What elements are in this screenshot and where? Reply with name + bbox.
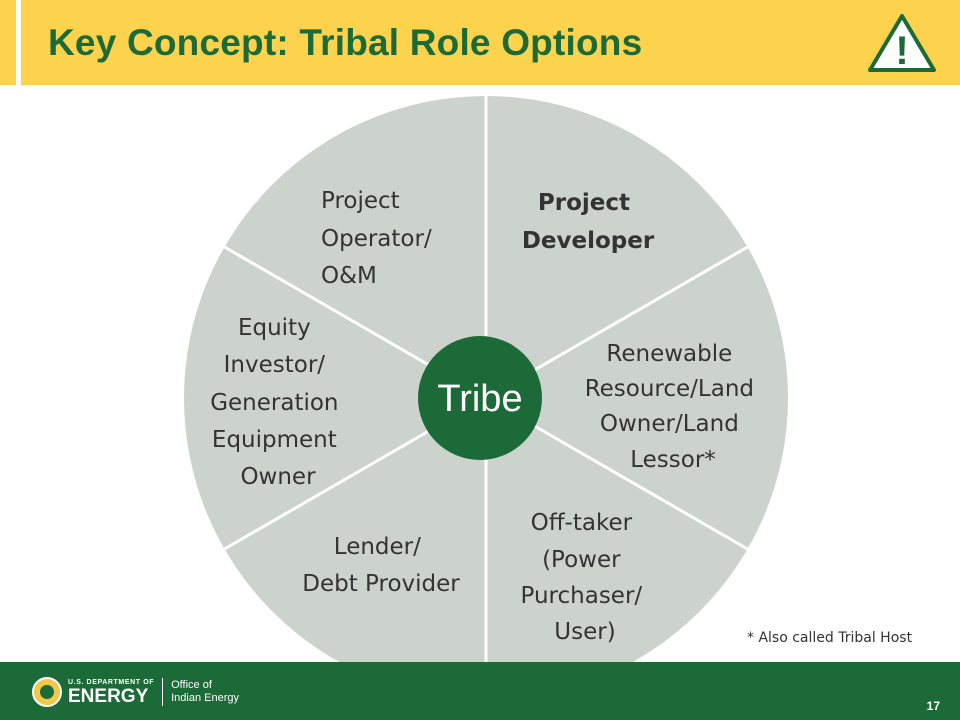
segment-text-line: Resource/Land [585, 376, 754, 402]
title-separator [16, 0, 21, 85]
footnote: * Also called Tribal Host [747, 630, 913, 646]
segment-text-line: O&M [321, 263, 377, 289]
segment-text-line: Project [321, 188, 400, 214]
page-title: Key Concept: Tribal Role Options [48, 22, 643, 63]
agency-name: U.S. DEPARTMENT OF ENERGY [68, 679, 154, 706]
segment-resource-owner: Renewable Resource/Land Owner/Land Lesso… [585, 341, 762, 473]
segment-text-line: Owner/Land [600, 411, 739, 437]
title-bar [0, 0, 960, 85]
segment-text-line: Investor/ [224, 352, 326, 378]
agency-big-text: ENERGY [68, 685, 149, 707]
segment-equity-investor: Equity Investor/ Generation Equipment Ow… [210, 315, 346, 490]
segment-off-taker: Off-taker (Power Purchaser/ User) [521, 510, 650, 645]
segment-text-line: (Power [542, 547, 621, 573]
office-name: Office of Indian Energy [171, 679, 239, 705]
segment-text-line: Project [538, 190, 630, 216]
hub-circle [418, 336, 542, 460]
office-line: Office of [171, 679, 212, 691]
segment-text-line: Developer [522, 228, 655, 254]
footer-bar [0, 662, 960, 720]
segment-text-line: Debt Provider [302, 571, 460, 597]
segment-text-line: Owner [240, 464, 316, 490]
title-accent-bar [0, 0, 14, 85]
segment-project-developer: Project Developer [522, 190, 655, 254]
warning-mark: ! [895, 29, 908, 73]
segment-project-operator: Project Operator/ O&M [321, 188, 439, 289]
segment-text-line: Renewable [606, 341, 732, 367]
segment-text-line: Lender/ [334, 534, 421, 560]
segment-text-line: Off-taker [531, 510, 633, 536]
segment-text-line: Operator/ [321, 226, 432, 252]
segment-text-line: User) [554, 619, 615, 645]
logo-divider [162, 678, 164, 706]
doe-logo: U.S. DEPARTMENT OF ENERGY Office of Indi… [32, 677, 239, 707]
page-number: 17 [926, 699, 940, 713]
segment-text-line: Lessor* [630, 447, 716, 473]
segment-text-line: Generation [210, 390, 338, 416]
segment-lender: Lender/ Debt Provider [302, 534, 460, 597]
office-line: Indian Energy [171, 692, 240, 704]
segment-text-line: Equity [238, 315, 311, 341]
segment-text-line: Purchaser/ [521, 583, 643, 609]
hub-label: Tribe [437, 378, 522, 420]
agency-small-text: U.S. DEPARTMENT OF [68, 678, 155, 686]
warning-icon: ! [868, 14, 936, 73]
doe-seal-icon [32, 677, 62, 707]
segment-text-line: Equipment [212, 427, 337, 453]
